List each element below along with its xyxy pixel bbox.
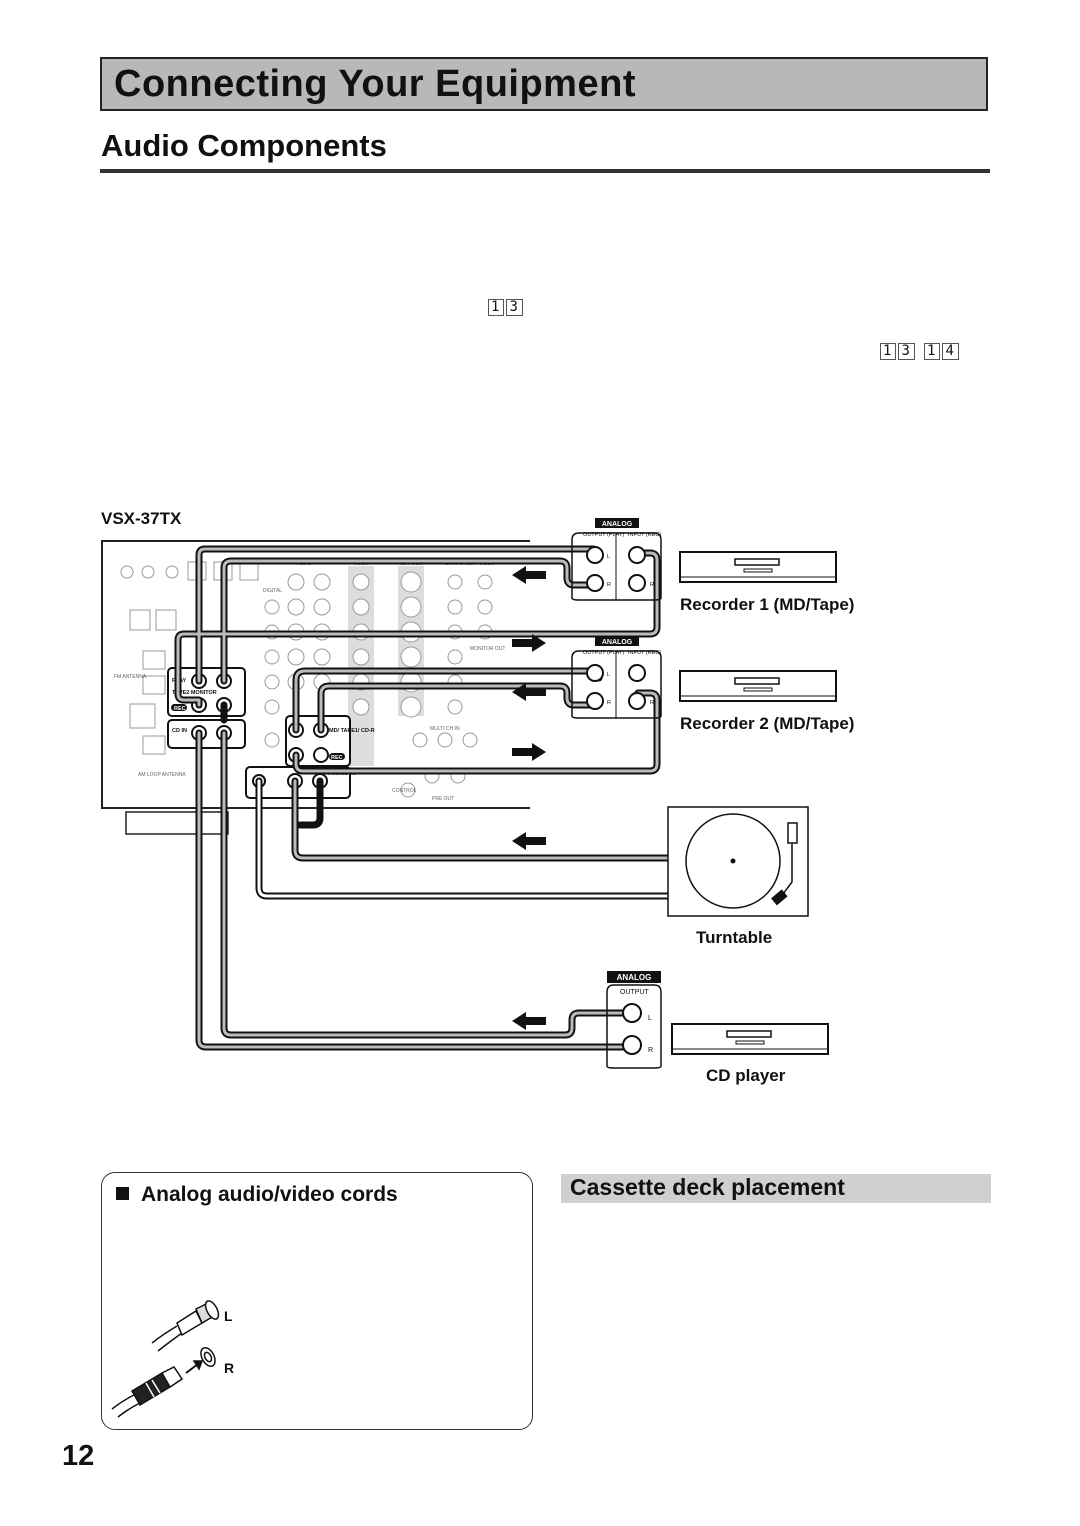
cable-phono-r — [296, 777, 324, 829]
rcv-label-am-loop: AM LOOP ANTENNA — [138, 772, 186, 778]
plug-label-l: L — [224, 1308, 233, 1324]
arrow-left-icon — [512, 683, 546, 701]
analog-badge: ANALOG — [602, 521, 633, 528]
jack-label-r: R — [650, 582, 654, 588]
analog-cords-heading: Analog audio/video cords — [116, 1183, 398, 1207]
rcv-label-rec: REC — [174, 706, 186, 712]
page-ref-digit: 1 — [488, 299, 505, 316]
rca-plug-illustration: L R — [111, 1300, 234, 1418]
output-label: OUTPUT — [620, 989, 650, 996]
arrow-left-icon — [512, 566, 546, 584]
section-title-bar: Connecting Your Equipment — [100, 57, 988, 111]
rcv-label-pre-out: PRE OUT — [432, 796, 454, 802]
jack-label-r: R — [607, 700, 611, 706]
recorder1-device — [679, 551, 837, 583]
arrow-right-icon — [512, 634, 546, 652]
plug-label-r: R — [224, 1360, 234, 1376]
input-rec-label: INPUT (REC) — [628, 532, 661, 538]
page-number: 12 — [62, 1440, 95, 1472]
jack-label-r: R — [650, 700, 654, 706]
page-ref-digit: 4 — [942, 343, 959, 360]
recorder1-jack-panel: ANALOG OUTPUT (PLAY) INPUT (REC) L R R — [571, 518, 662, 601]
rcv-label-tape2-monitor: TAPE2 MONITOR — [172, 690, 217, 696]
model-label: VSX-37TX — [101, 509, 182, 528]
output-play-label: OUTPUT (PLAY) — [583, 650, 625, 656]
page-ref-digit: 1 — [880, 343, 897, 360]
analog-badge: ANALOG — [617, 973, 652, 982]
output-play-label: OUTPUT (PLAY) — [583, 532, 625, 538]
rcv-label-fm-antenna: FM ANTENNA — [114, 674, 147, 680]
connection-diagram: AUDIO VIDEO S2 VIDEO COMPONENT VIDEO DIG… — [101, 518, 837, 1069]
rcv-label-monitor-out: MONITOR OUT — [470, 646, 505, 652]
cassette-heading: Cassette deck placement — [570, 1174, 845, 1200]
rcv-label-md-tape: MD/ TAPE1/ CD-R — [329, 728, 375, 734]
receiver-foot — [125, 811, 229, 835]
page-ref-digit: 1 — [924, 343, 941, 360]
square-bullet-icon — [116, 1187, 129, 1200]
turntable-label: Turntable — [696, 928, 773, 947]
analog-badge: ANALOG — [602, 639, 633, 646]
section-title: Connecting Your Equipment — [114, 63, 636, 105]
recorder2-device — [679, 670, 837, 702]
recorder1-label: Recorder 1 (MD/Tape) — [680, 595, 855, 614]
title-rule — [100, 169, 990, 173]
analog-cords-heading-text: Analog audio/video cords — [141, 1183, 398, 1206]
rcv-label-cd-in: CD IN — [172, 728, 187, 734]
rcv-label-multi-ch-in: MULTI CH IN — [430, 726, 460, 732]
cd-player-label: CD player — [706, 1066, 786, 1085]
arrow-left-icon — [512, 1012, 546, 1030]
recorder2-jack-panel: ANALOG OUTPUT (PLAY) INPUT (REC) L R R — [571, 636, 662, 719]
turntable-device — [667, 806, 809, 917]
cassette-heading-bar: Cassette deck placement — [561, 1174, 991, 1203]
cd-jack-panel: ANALOG OUTPUT L R — [606, 971, 662, 1069]
cd-player-device — [671, 1023, 829, 1055]
rcv-label-control: CONTROL — [392, 788, 417, 794]
arrow-right-icon — [512, 743, 546, 761]
page-ref-digit: 3 — [506, 299, 523, 316]
signal-arrows — [512, 566, 546, 1030]
jack-label-l: L — [607, 554, 610, 560]
jack-label-r: R — [648, 1047, 653, 1054]
subsection-title: Audio Components — [101, 128, 387, 163]
analog-cords-box: Analog audio/video cords L R — [101, 1172, 533, 1430]
page-ref-digit: 3 — [898, 343, 915, 360]
input-rec-label: INPUT (REC) — [628, 650, 661, 656]
rcv-label-digital: DIGITAL — [263, 588, 282, 594]
jack-label-l: L — [607, 672, 610, 678]
jack-label-l: L — [648, 1015, 652, 1022]
rcv-label-rec-2: REC — [331, 755, 343, 761]
arrow-left-icon — [512, 832, 546, 850]
jack-label-r: R — [607, 582, 611, 588]
recorder2-label: Recorder 2 (MD/Tape) — [680, 714, 855, 733]
